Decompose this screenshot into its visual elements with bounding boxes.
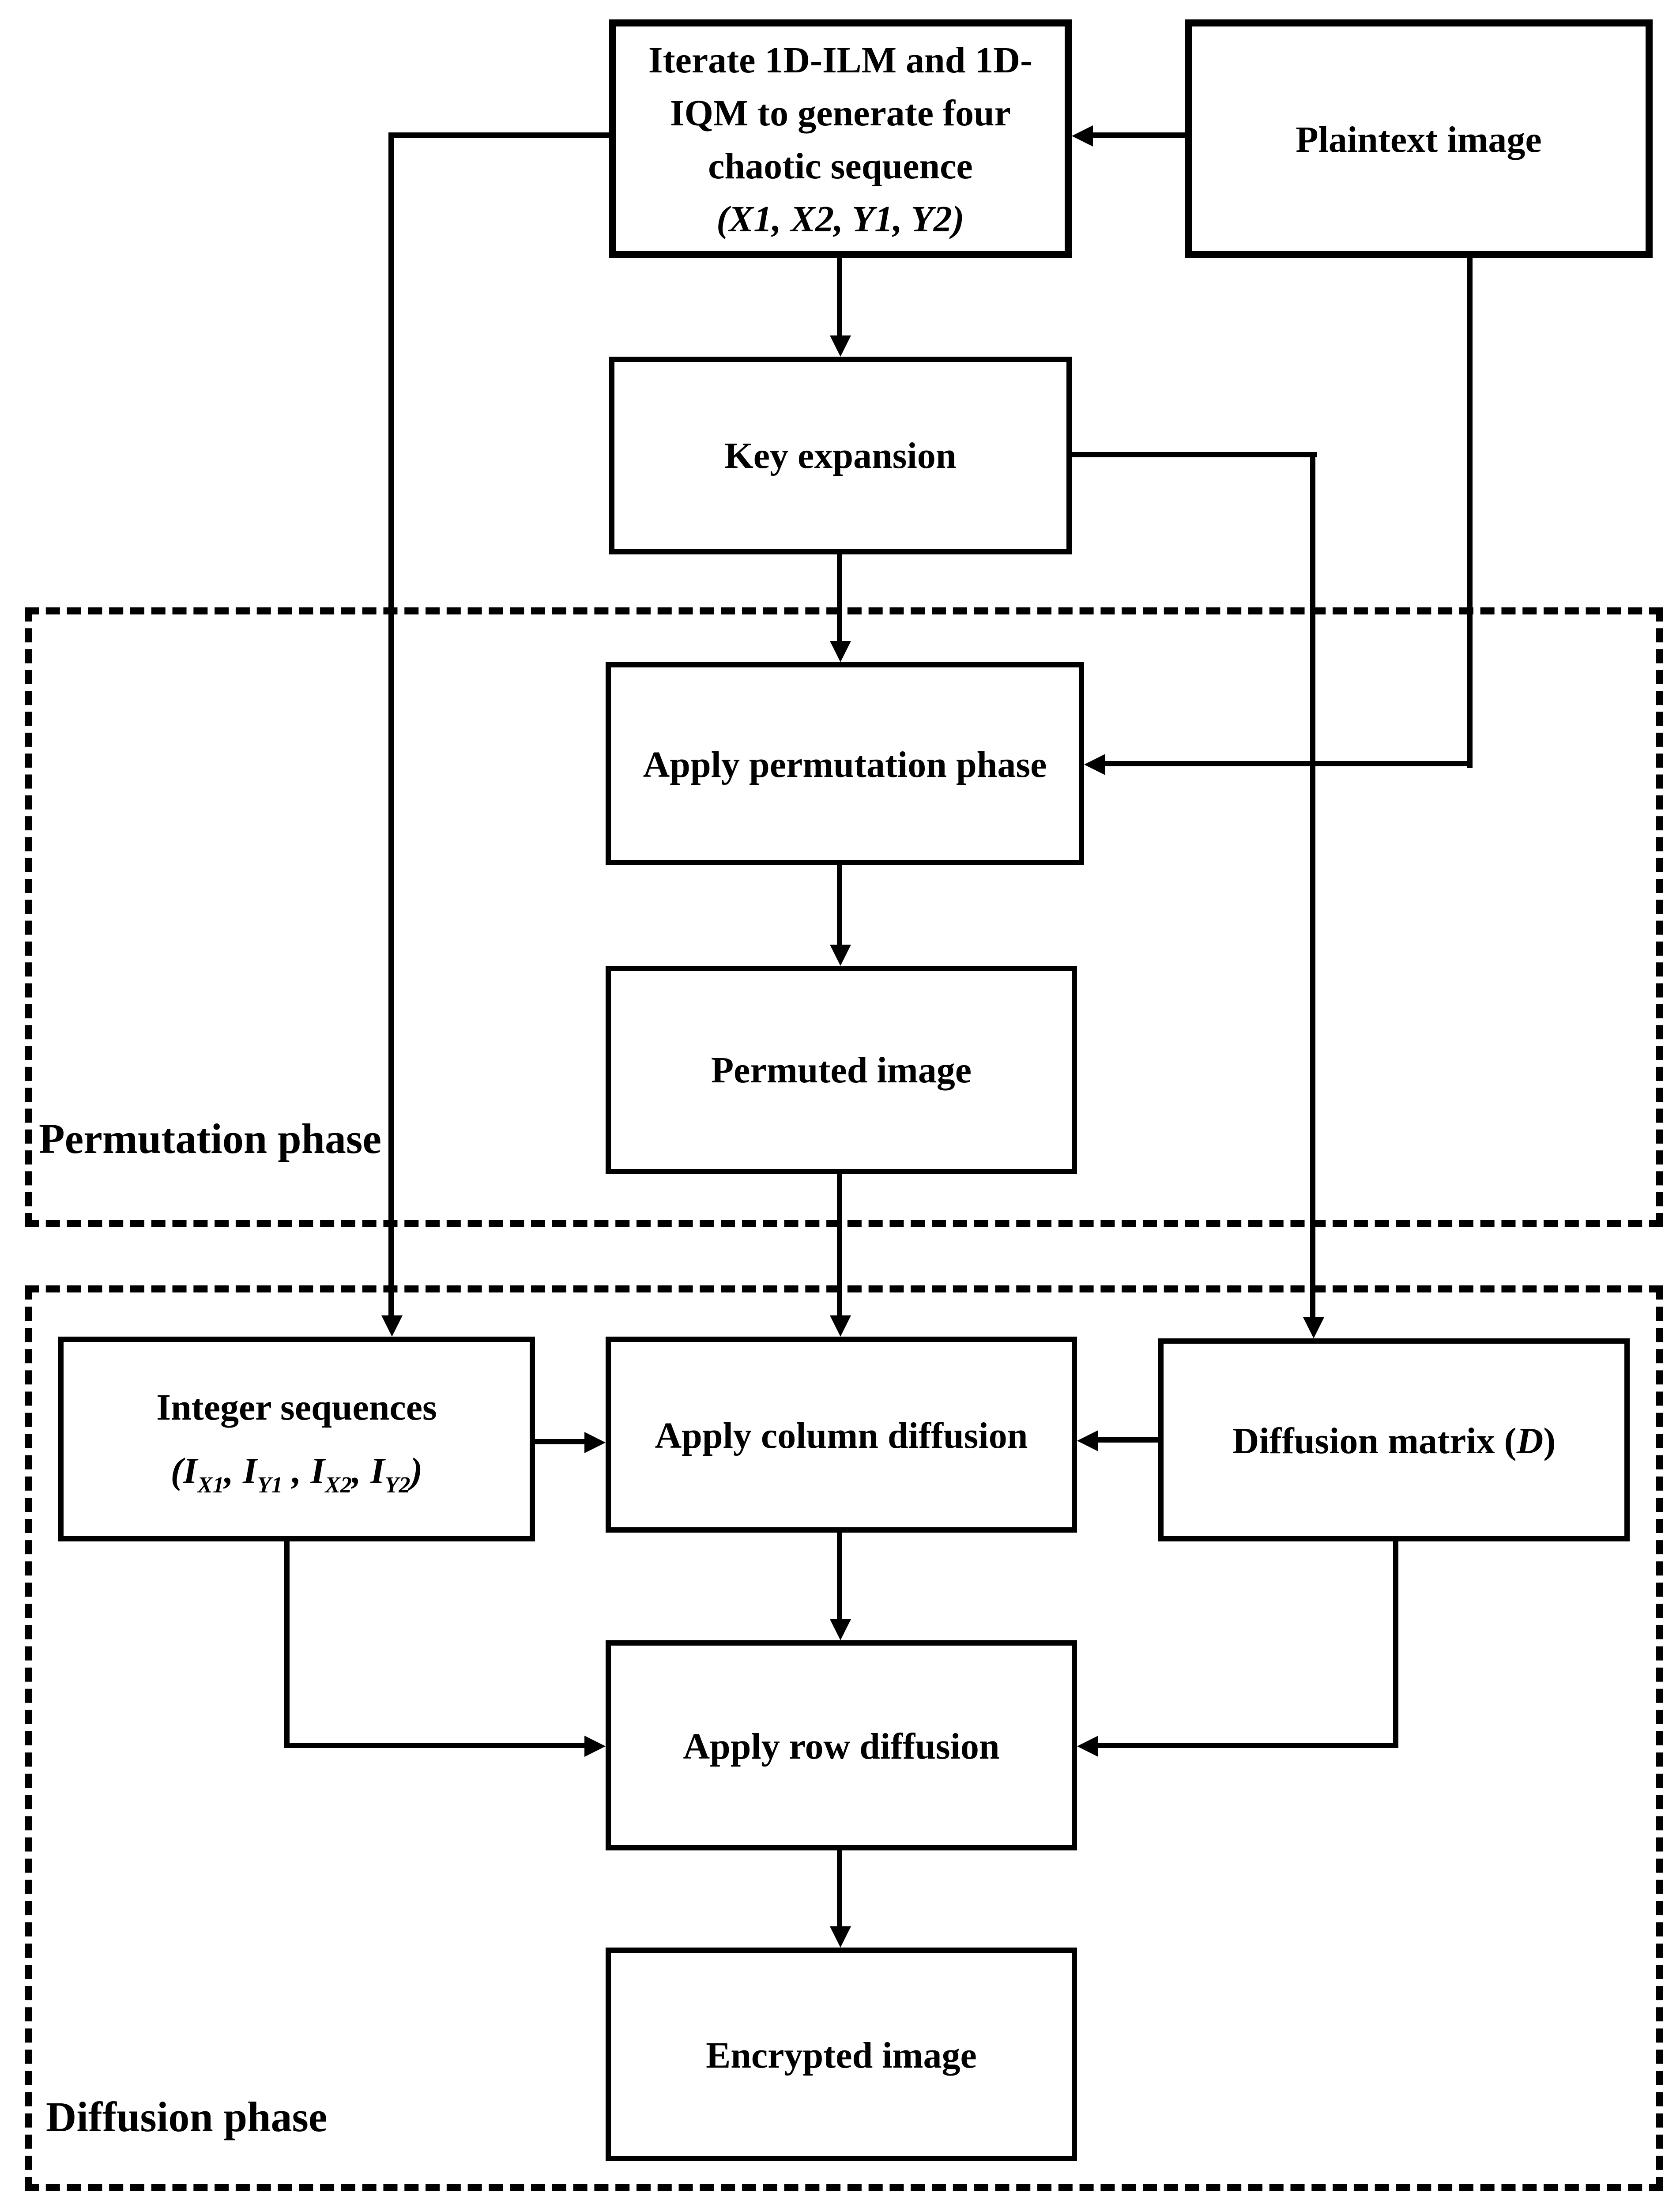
formula-sub-x1: X1 <box>197 1471 224 1498</box>
node-apply-row-diffusion: Apply row diffusion <box>606 1640 1077 1850</box>
edge-matrix-to-column-line <box>1095 1437 1158 1443</box>
edge-row-to-encrypted-line <box>837 1850 842 1930</box>
edge-matrix-to-row-hseg <box>1095 1743 1397 1748</box>
edge-chaotic-to-integer-vseg <box>388 132 394 1319</box>
node-apply-permutation-label: Apply permutation phase <box>643 742 1047 785</box>
chaotic-line-2: IQM to generate four <box>670 91 1011 133</box>
node-diffusion-matrix-label: Diffusion matrix (D) <box>1232 1417 1556 1463</box>
edge-column-to-row-arrowhead <box>830 1619 851 1640</box>
edge-integer-to-row-hseg <box>284 1743 588 1748</box>
permutation-phase-label: Permutation phase <box>39 1118 381 1164</box>
node-apply-permutation: Apply permutation phase <box>606 662 1084 865</box>
chaotic-line-3: chaotic sequence <box>708 144 973 186</box>
chaotic-line-1: Iterate 1D-ILM and 1D- <box>648 38 1033 80</box>
edge-key-to-permutation-line <box>837 554 842 643</box>
edge-key-to-matrix-hseg <box>1072 452 1317 457</box>
formula-sub-y2: Y2 <box>384 1471 411 1498</box>
node-integer-sequences: Integer sequences (IX1, IY1 , IX2, IY2) <box>58 1337 535 1541</box>
formula-comma-2: , <box>283 1450 311 1492</box>
edge-plaintext-to-permutation-vseg <box>1467 258 1473 768</box>
edge-column-to-row-line <box>837 1533 842 1623</box>
diffusion-matrix-variable: D <box>1516 1419 1544 1461</box>
edge-integer-to-column-line <box>535 1439 588 1444</box>
node-encrypted-image-label: Encrypted image <box>706 2033 977 2076</box>
node-permuted-image-label: Permuted image <box>711 1049 972 1091</box>
edge-key-to-matrix-arrowhead <box>1303 1317 1324 1338</box>
edge-integer-to-column-arrowhead <box>584 1432 606 1453</box>
diffusion-matrix-prefix: Diffusion matrix ( <box>1232 1419 1517 1461</box>
node-apply-column-diffusion: Apply column diffusion <box>606 1337 1077 1533</box>
edge-permutation-to-permuted-line <box>837 865 842 948</box>
node-apply-column-diffusion-label: Apply column diffusion <box>655 1413 1028 1456</box>
formula-i3: I <box>310 1450 325 1492</box>
edge-chaotic-to-key-line <box>837 258 842 339</box>
edge-plaintext-to-permutation-hseg <box>1105 761 1471 766</box>
formula-comma-3: , <box>351 1450 370 1492</box>
node-key-expansion: Key expansion <box>609 357 1072 554</box>
formula-sub-y1: Y1 <box>257 1471 283 1498</box>
edge-matrix-to-row-arrowhead <box>1077 1736 1098 1757</box>
node-plaintext-image: Plaintext image <box>1185 19 1653 258</box>
edge-plaintext-to-chaotic-arrowhead <box>1072 125 1093 147</box>
node-integer-sequences-text: Integer sequences (IX1, IY1 , IX2, IY2) <box>156 1375 437 1503</box>
edge-chaotic-to-integer-arrowhead <box>381 1315 403 1337</box>
node-encrypted-image: Encrypted image <box>606 1948 1077 2161</box>
integer-sequences-title: Integer sequences <box>156 1386 437 1428</box>
edge-permuted-to-column-arrowhead <box>830 1315 851 1337</box>
edge-key-to-matrix-vseg <box>1310 452 1315 1321</box>
edge-permutation-to-permuted-arrowhead <box>830 945 851 966</box>
formula-close: ) <box>410 1450 423 1492</box>
integer-sequences-formula: (IX1, IY1 , IX2, IY2) <box>156 1439 437 1503</box>
edge-matrix-to-row-vseg <box>1393 1541 1398 1748</box>
edge-integer-to-row-arrowhead <box>584 1736 606 1757</box>
edge-permuted-to-column-line <box>837 1174 842 1319</box>
edge-matrix-to-column-arrowhead <box>1077 1430 1098 1451</box>
edge-chaotic-to-integer-hseg <box>392 132 609 138</box>
formula-comma-1: , <box>224 1450 243 1492</box>
node-diffusion-matrix: Diffusion matrix (D) <box>1158 1338 1630 1541</box>
formula-i2: I <box>242 1450 257 1492</box>
node-permuted-image: Permuted image <box>606 966 1077 1174</box>
formula-i4: I <box>370 1450 385 1492</box>
chaotic-line-4: (X1, X2, Y1, Y2) <box>716 197 964 239</box>
edge-row-to-encrypted-arrowhead <box>830 1926 851 1948</box>
edge-key-to-permutation-arrowhead <box>830 641 851 662</box>
edge-chaotic-to-key-arrowhead <box>830 335 851 357</box>
formula-open: ( <box>170 1450 183 1492</box>
edge-integer-to-row-vseg <box>284 1541 290 1748</box>
formula-sub-x2: X2 <box>325 1471 352 1498</box>
node-chaotic-generator-text: Iterate 1D-ILM and 1D- IQM to generate f… <box>648 33 1032 245</box>
node-plaintext-image-label: Plaintext image <box>1296 117 1542 160</box>
edge-plaintext-to-chaotic-line <box>1089 132 1185 138</box>
diffusion-phase-label: Diffusion phase <box>46 2096 328 2142</box>
node-key-expansion-label: Key expansion <box>724 434 957 477</box>
diffusion-matrix-suffix: ) <box>1543 1419 1556 1461</box>
node-apply-row-diffusion-label: Apply row diffusion <box>683 1724 1000 1767</box>
diffusion-phase-group <box>25 1285 1663 2191</box>
edge-plaintext-to-permutation-arrowhead <box>1084 754 1105 775</box>
formula-i1: I <box>183 1450 198 1492</box>
node-chaotic-generator: Iterate 1D-ILM and 1D- IQM to generate f… <box>609 19 1072 258</box>
permutation-phase-group <box>25 607 1663 1227</box>
